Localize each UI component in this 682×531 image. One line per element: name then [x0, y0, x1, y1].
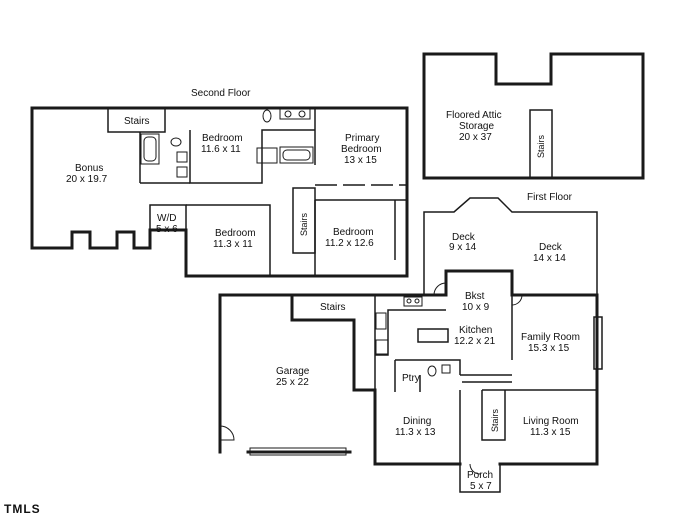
kitchen-name: Kitchen: [459, 325, 492, 336]
toilet-icon: [170, 137, 182, 147]
second-floor: Second Floor Stairs Bonus 20 x 19.7 Bedr…: [30, 88, 409, 278]
kitchen-walls: [374, 295, 446, 390]
sink-icon-primary-1: [284, 110, 292, 118]
attic-name-2: Storage: [459, 121, 494, 132]
bedroom-c-walls: [314, 199, 407, 276]
first-floor-title: First Floor: [527, 192, 573, 203]
deck-left-name: Deck: [452, 232, 476, 243]
attic-name-1: Floored Attic: [446, 110, 502, 121]
attic-size: 20 x 37: [459, 132, 492, 143]
tub-icon-primary: [279, 146, 314, 164]
pantry-walls: [394, 359, 461, 392]
door-arc-garage: [219, 425, 235, 441]
first-floor: First Floor Deck 9 x 14 Deck 14 x 14 Bks…: [218, 192, 603, 493]
bedroom-b-walls: [186, 204, 271, 276]
kitchen-island: [417, 328, 449, 343]
primary-size: 13 x 15: [344, 155, 377, 166]
sink-icon-powder: [441, 364, 451, 374]
porch-walls: [459, 464, 501, 493]
stairs-2nd-box: [107, 107, 166, 133]
bedroom-b-name: Bedroom: [215, 228, 256, 239]
burner-icon-2: [414, 298, 420, 304]
tub-inner-icon-primary: [282, 149, 311, 161]
deck-right-size: 14 x 14: [533, 253, 566, 264]
second-floor-outer-wall: [30, 106, 409, 278]
fireplace: [593, 316, 603, 370]
bedroom-a-walls: [189, 129, 315, 184]
first-floor-outer-wall: [218, 293, 599, 466]
stairs-garage-label: Stairs: [320, 302, 346, 313]
fridge-icon: [375, 339, 389, 355]
bonus-name: Bonus: [75, 163, 103, 174]
dining-name: Dining: [403, 416, 431, 427]
stairs-attic-label: Stairs: [536, 134, 546, 158]
garage-name: Garage: [276, 366, 310, 377]
living-name: Living Room: [523, 416, 579, 427]
stairs-attic-box: [529, 109, 553, 179]
deck-left-size: 9 x 14: [449, 242, 477, 253]
stairs-2nd-v-label: Stairs: [299, 212, 309, 236]
kitchen-size: 12.2 x 21: [454, 336, 496, 347]
door-arc-family: [511, 294, 523, 306]
bedroom-a-name: Bedroom: [202, 133, 243, 144]
bedroom-c-size: 11.2 x 12.6: [325, 238, 374, 249]
attic: Stairs Floored Attic Storage 20 x 37: [422, 52, 645, 180]
shower-icon: [256, 147, 278, 164]
burner-icon-1: [406, 298, 412, 304]
garage-door: [249, 447, 347, 456]
bathtub-icon: [140, 133, 160, 165]
door-arc-porch: [469, 463, 481, 475]
bathtub-inner-icon: [143, 136, 157, 162]
wd-name: W/D: [157, 213, 176, 224]
wd-room: [149, 204, 187, 231]
dining-size: 11.3 x 13: [395, 427, 436, 438]
bedroom-a-size: 11.6 x 11: [201, 144, 241, 155]
stairs-2nd-label: Stairs: [124, 116, 150, 127]
family-name: Family Room: [521, 332, 580, 343]
tmls-logo: TMLS: [4, 502, 41, 516]
second-floor-title: Second Floor: [191, 88, 251, 99]
bkst-wall: [422, 269, 599, 297]
toilet-icon-primary: [262, 109, 272, 123]
stairs-1st-label: Stairs: [490, 408, 500, 432]
sink-icon-primary-2: [298, 110, 306, 118]
bedroom-c-name: Bedroom: [333, 227, 374, 238]
bkst-name: Bkst: [465, 291, 485, 302]
living-size: 11.3 x 15: [530, 427, 571, 438]
garage-size: 25 x 22: [276, 377, 309, 388]
porch-name: Porch: [467, 470, 493, 481]
door-arc-bkst: [433, 282, 447, 296]
bedroom-b-size: 11.3 x 11: [213, 239, 253, 250]
attic-outer-wall: [422, 52, 645, 180]
toilet-icon-powder: [427, 365, 437, 377]
deck-outline: [423, 197, 598, 295]
primary-name-1: Primary: [345, 133, 379, 144]
family-size: 15.3 x 15: [528, 343, 570, 354]
garage-stair-wall: [290, 293, 356, 392]
primary-name-2: Bedroom: [341, 144, 382, 155]
porch-size: 5 x 7: [470, 481, 492, 492]
ptry-name: Ptry: [402, 373, 420, 384]
deck-right-name: Deck: [539, 242, 563, 253]
wd-size: 5 x 6: [156, 224, 178, 235]
living-walls: [459, 374, 597, 464]
sink-icon-2: [176, 166, 188, 178]
sink-icon: [176, 151, 188, 163]
cooktop-icon: [375, 312, 387, 330]
stove-icon: [403, 296, 423, 307]
bkst-size: 10 x 9: [462, 302, 490, 313]
vanity-icon: [279, 108, 311, 120]
bonus-size: 20 x 19.7: [66, 174, 108, 185]
